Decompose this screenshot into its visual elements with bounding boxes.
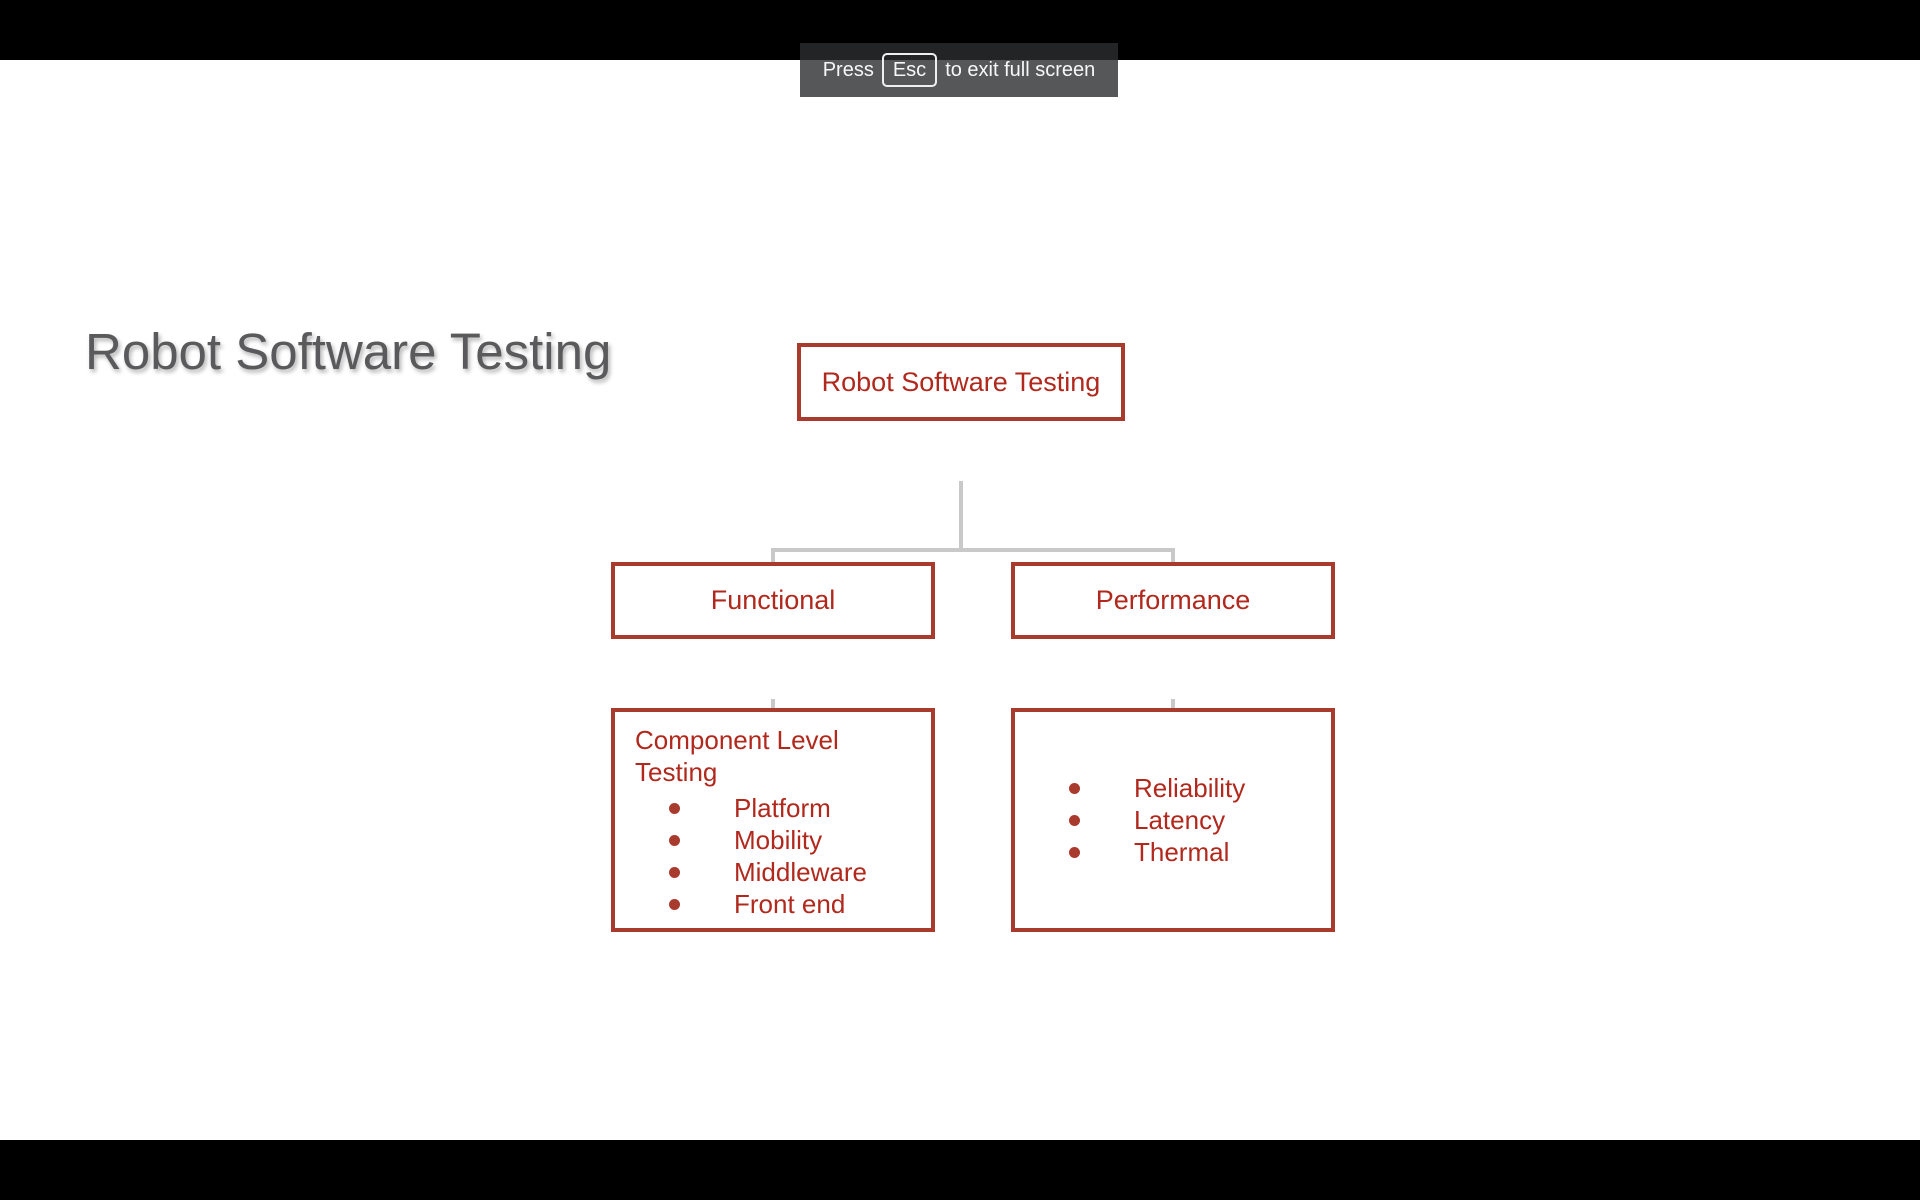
diagram-node-performance-detail: Reliability Latency Thermal bbox=[1011, 708, 1335, 932]
diagram-node-root-label: Robot Software Testing bbox=[821, 366, 1101, 397]
slide-title: Robot Software Testing bbox=[85, 323, 612, 380]
component-testing-heading: Component Level Testing bbox=[635, 725, 839, 787]
bullet-item: Mobility bbox=[635, 824, 913, 856]
diagram-node-functional-label: Functional bbox=[710, 585, 836, 615]
toast-suffix-text: to exit full screen bbox=[945, 58, 1096, 81]
diagram-node-root: Robot Software Testing bbox=[797, 343, 1125, 421]
slide-canvas[interactable] bbox=[0, 60, 1920, 1140]
toast-press-text: Press bbox=[822, 58, 874, 81]
diagram-node-performance: Performance bbox=[1011, 562, 1335, 639]
performance-bullet-list: Reliability Latency Thermal bbox=[1015, 772, 1331, 868]
bullet-item: Reliability bbox=[1035, 772, 1331, 804]
esc-keycap: Esc bbox=[881, 53, 938, 87]
bullet-item: Front end bbox=[635, 888, 913, 920]
bullet-item: Thermal bbox=[1035, 836, 1331, 868]
bullet-item: Platform bbox=[635, 792, 913, 824]
connector-root-vertical bbox=[959, 481, 963, 552]
diagram-node-performance-label: Performance bbox=[1095, 585, 1251, 615]
bullet-item: Middleware bbox=[635, 856, 913, 888]
diagram-node-functional: Functional bbox=[611, 562, 935, 639]
component-testing-bullet-list: Platform Mobility Middleware Front end bbox=[635, 792, 913, 920]
bullet-item: Latency bbox=[1035, 804, 1331, 836]
diagram-node-component-level-testing: Component Level Testing Platform Mobilit… bbox=[611, 708, 935, 932]
fullscreen-exit-toast: Press Esc to exit full screen bbox=[800, 43, 1118, 97]
connector-horizontal bbox=[771, 548, 1175, 552]
